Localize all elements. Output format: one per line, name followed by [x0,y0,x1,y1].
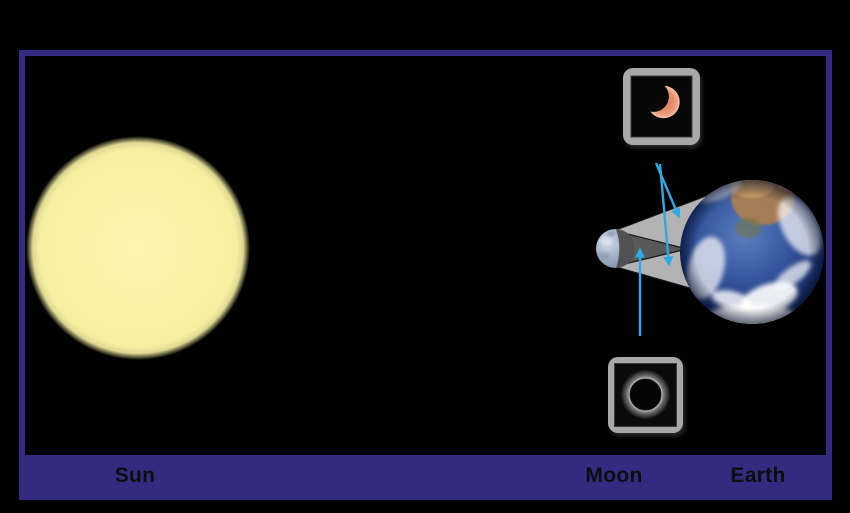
callout-arrows [635,162,681,336]
partial-eclipse-inset [623,68,700,145]
sun-label: Sun [114,464,156,487]
partial-eclipse-photo [638,81,680,119]
total-eclipse-photo [620,369,671,420]
moon-shadowed-half [615,229,635,268]
moon-sphere [596,229,635,268]
eclipse-disc [629,378,662,411]
earth-label: Earth [730,464,786,487]
sun-circle [26,136,250,360]
moon-label: Moon [585,464,643,487]
total-eclipse-inset [608,357,683,433]
penumbra-arrow-lower [658,163,674,267]
earth-image [680,180,824,324]
caption-bar [19,455,832,500]
